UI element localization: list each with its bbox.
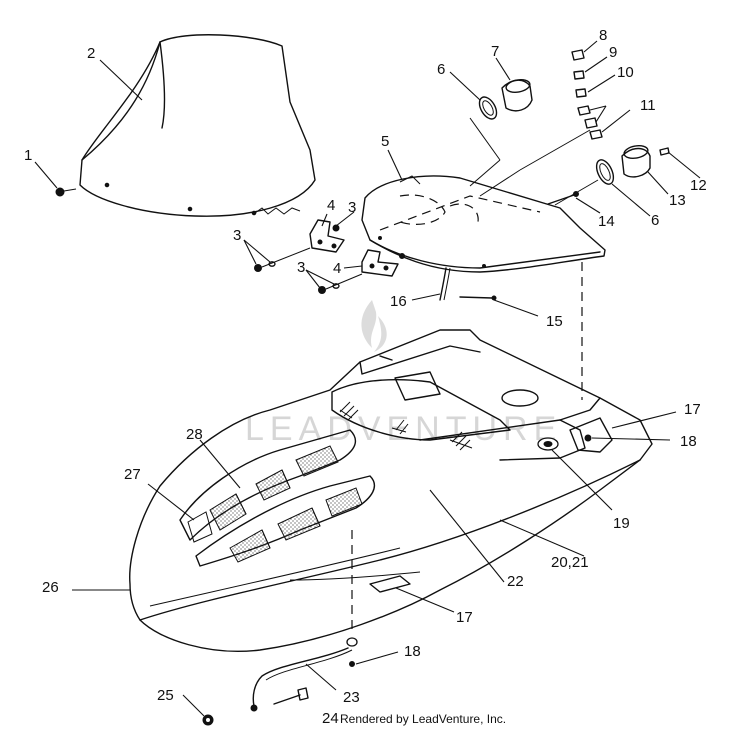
hood-body (129, 329, 653, 652)
callout-18b: 18 (404, 643, 421, 660)
callout-6b: 6 (651, 212, 659, 229)
render-credit: Rendered by LeadVenture, Inc. (340, 712, 506, 726)
callout-7: 7 (491, 43, 499, 60)
callout-9: 9 (609, 44, 617, 61)
callout-17b: 17 (456, 609, 473, 626)
front-hardware (289, 530, 421, 667)
callout-22: 22 (507, 573, 524, 590)
mounting-bracket-upper (309, 219, 345, 253)
callout-28: 28 (186, 426, 203, 443)
callout-24: 24 (322, 710, 339, 727)
callout-11: 11 (640, 97, 656, 114)
pin-15 (459, 295, 497, 301)
headlight-housing (361, 175, 606, 273)
leader-lines (34, 40, 701, 717)
callout-27: 27 (124, 466, 141, 483)
callout-2: 2 (87, 45, 95, 62)
callout-3a: 3 (233, 227, 241, 244)
screw-1 (55, 187, 77, 197)
callout-3b: 3 (348, 199, 356, 216)
callout-15: 15 (546, 313, 563, 330)
hood-vents (179, 429, 375, 567)
hardware-3 (254, 224, 405, 294)
watermark: LEADVENTURE (245, 300, 562, 448)
callout-8: 8 (599, 27, 607, 44)
callout-25: 25 (157, 687, 174, 704)
callout-19: 19 (613, 515, 630, 532)
callout-20-21: 20,21 (551, 554, 589, 571)
callout-4a: 4 (327, 197, 335, 214)
callout-6a: 6 (437, 61, 445, 78)
callout-26: 26 (42, 579, 59, 596)
callout-labels: 1 2 3 3 3 4 4 5 6 6 7 8 9 10 11 12 13 14… (24, 27, 707, 727)
callout-1: 1 (24, 147, 32, 164)
callout-14: 14 (598, 213, 615, 230)
mounting-bracket-lower (361, 249, 399, 277)
callout-3c: 3 (297, 259, 305, 276)
callout-5: 5 (381, 133, 389, 150)
callout-10: 10 (617, 64, 634, 81)
callout-16: 16 (390, 293, 407, 310)
screw-14 (547, 191, 579, 205)
callout-12: 12 (690, 177, 707, 194)
cable-assembly (202, 647, 353, 726)
lamp-assembly-left (469, 79, 533, 187)
callout-4b: 4 (333, 260, 341, 277)
cable-16 (439, 267, 451, 301)
watermark-text: LEADVENTURE (245, 410, 562, 448)
callout-18a: 18 (680, 433, 697, 450)
small-components (479, 49, 603, 197)
callout-17a: 17 (684, 401, 701, 418)
callout-13: 13 (669, 192, 686, 209)
callout-23: 23 (343, 689, 360, 706)
windshield (79, 34, 316, 217)
